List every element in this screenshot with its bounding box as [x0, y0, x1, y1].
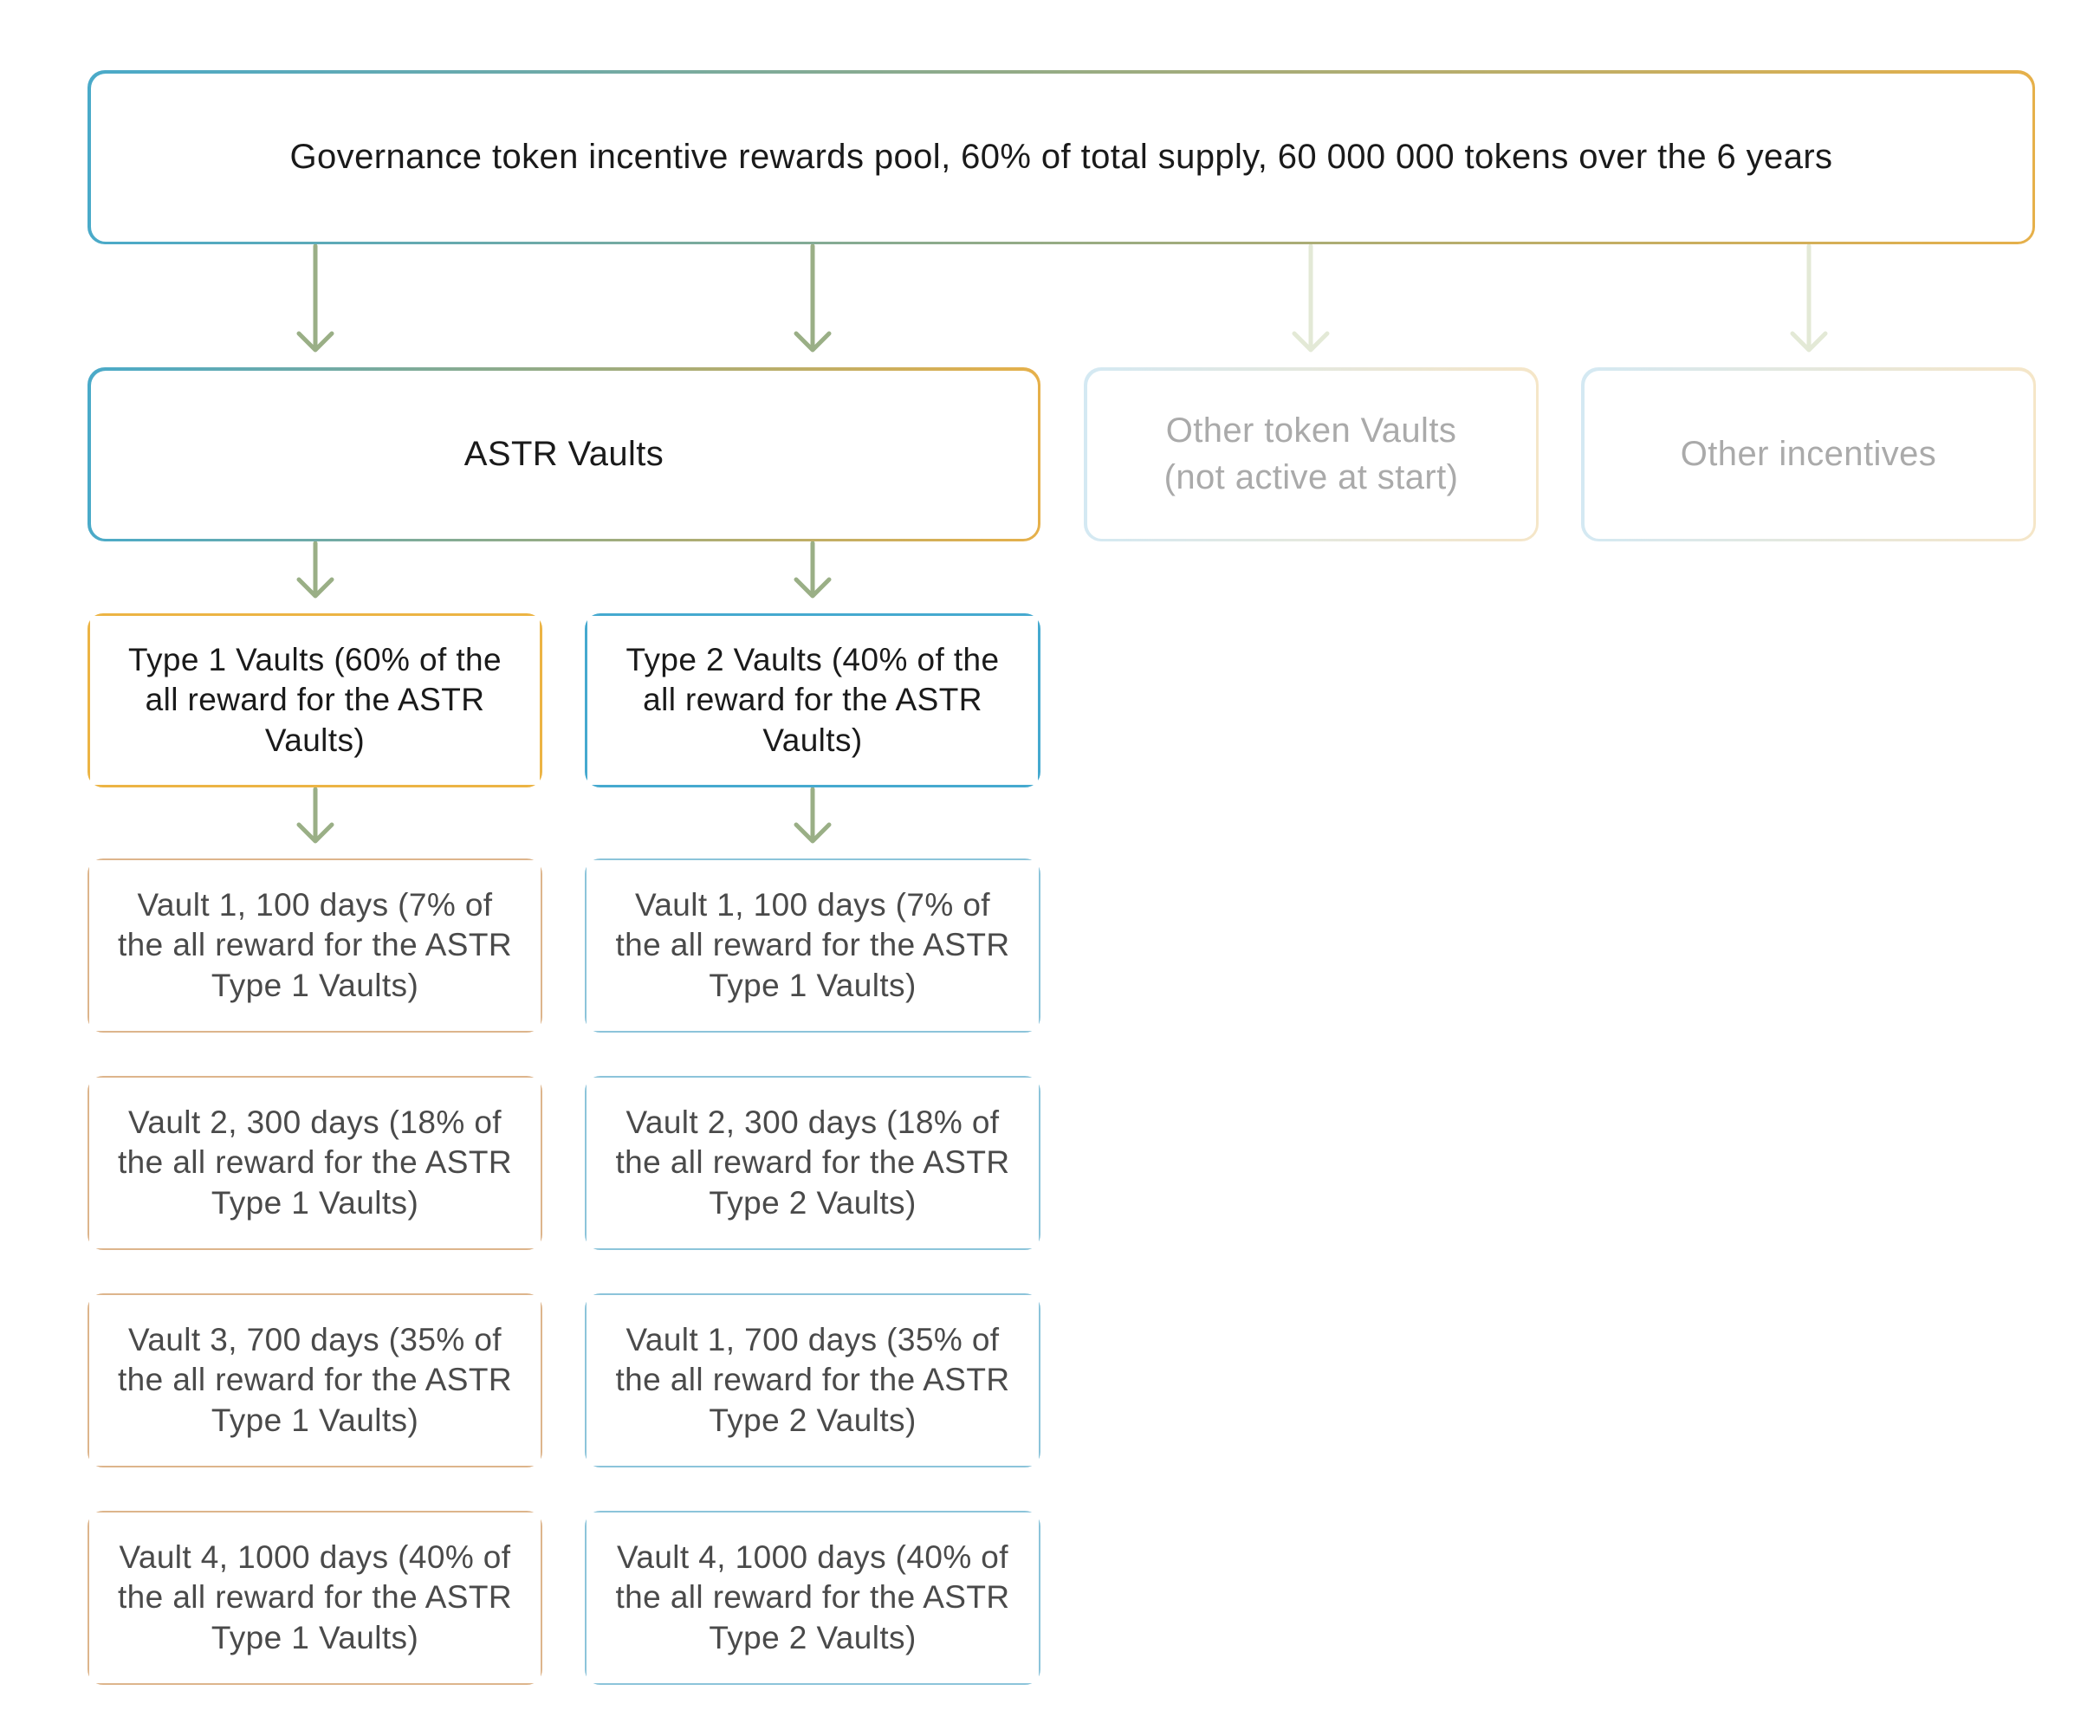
type2-vault-item: Vault 1, 700 days (35% of the all reward… — [585, 1293, 1040, 1467]
arrow-pool-to-astr-right — [794, 243, 832, 353]
type2-vault-item: Vault 4, 1000 days (40% of the all rewar… — [585, 1511, 1040, 1685]
vault-label: Vault 2, 300 days (18% of the all reward… — [587, 1078, 1039, 1248]
other-token-vaults-box: Other token Vaults (not active at start) — [1084, 367, 1539, 541]
astr-vaults-label: ASTR Vaults — [90, 370, 1038, 539]
type1-vaults-box: Type 1 Vaults (60% of the all reward for… — [88, 613, 542, 787]
type2-vaults-box: Type 2 Vaults (40% of the all reward for… — [585, 613, 1040, 787]
other-incentives-box: Other incentives — [1581, 367, 2036, 541]
rewards-pool-box: Governance token incentive rewards pool,… — [88, 70, 2035, 244]
arrow-pool-to-other-token — [1292, 243, 1330, 353]
type2-vault-item: Vault 1, 100 days (7% of the all reward … — [585, 858, 1040, 1033]
arrow-pool-to-astr-left — [296, 243, 334, 353]
vault-label: Vault 1, 100 days (7% of the all reward … — [587, 860, 1039, 1031]
vault-label: Vault 1, 700 days (35% of the all reward… — [587, 1295, 1039, 1466]
arrow-astr-to-type2 — [794, 541, 832, 599]
type2-vault-item: Vault 2, 300 days (18% of the all reward… — [585, 1076, 1040, 1250]
type1-vault-item: Vault 1, 100 days (7% of the all reward … — [88, 858, 542, 1033]
rewards-pool-label: Governance token incentive rewards pool,… — [90, 73, 2032, 242]
astr-vaults-box: ASTR Vaults — [88, 367, 1040, 541]
type1-vault-item: Vault 2, 300 days (18% of the all reward… — [88, 1076, 542, 1250]
other-incentives-label: Other incentives — [1584, 370, 2033, 539]
vault-label: Vault 4, 1000 days (40% of the all rewar… — [89, 1513, 541, 1683]
type2-vaults-label: Type 2 Vaults (40% of the all reward for… — [587, 616, 1038, 785]
vault-label: Vault 3, 700 days (35% of the all reward… — [89, 1295, 541, 1466]
type1-vault-item: Vault 3, 700 days (35% of the all reward… — [88, 1293, 542, 1467]
arrow-astr-to-type1 — [296, 541, 334, 599]
vault-label: Vault 1, 100 days (7% of the all reward … — [89, 860, 541, 1031]
arrow-pool-to-other-incentives — [1790, 243, 1828, 353]
type1-vault-item: Vault 4, 1000 days (40% of the all rewar… — [88, 1511, 542, 1685]
arrow-type2-to-vaults — [794, 787, 832, 844]
vault-label: Vault 4, 1000 days (40% of the all rewar… — [587, 1513, 1039, 1683]
other-token-vaults-label: Other token Vaults (not active at start) — [1086, 370, 1536, 539]
type1-vaults-label: Type 1 Vaults (60% of the all reward for… — [90, 616, 540, 785]
arrow-type1-to-vaults — [296, 787, 334, 844]
vault-label: Vault 2, 300 days (18% of the all reward… — [89, 1078, 541, 1248]
